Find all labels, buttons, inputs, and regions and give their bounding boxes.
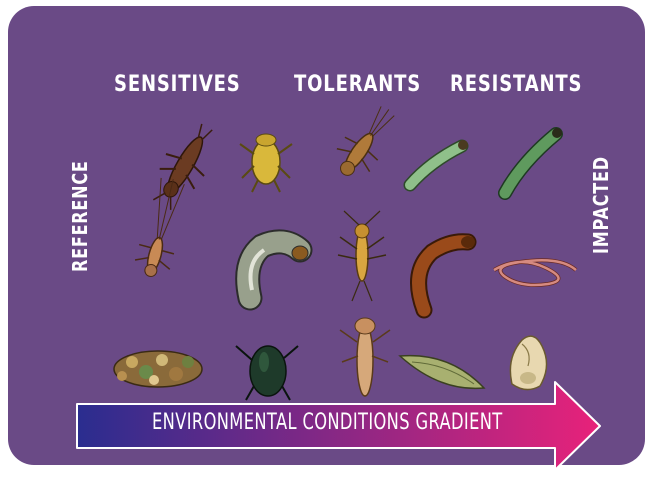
gradient-label: ENVIRONMENTAL CONDITIONS GRADIENT — [152, 410, 503, 435]
